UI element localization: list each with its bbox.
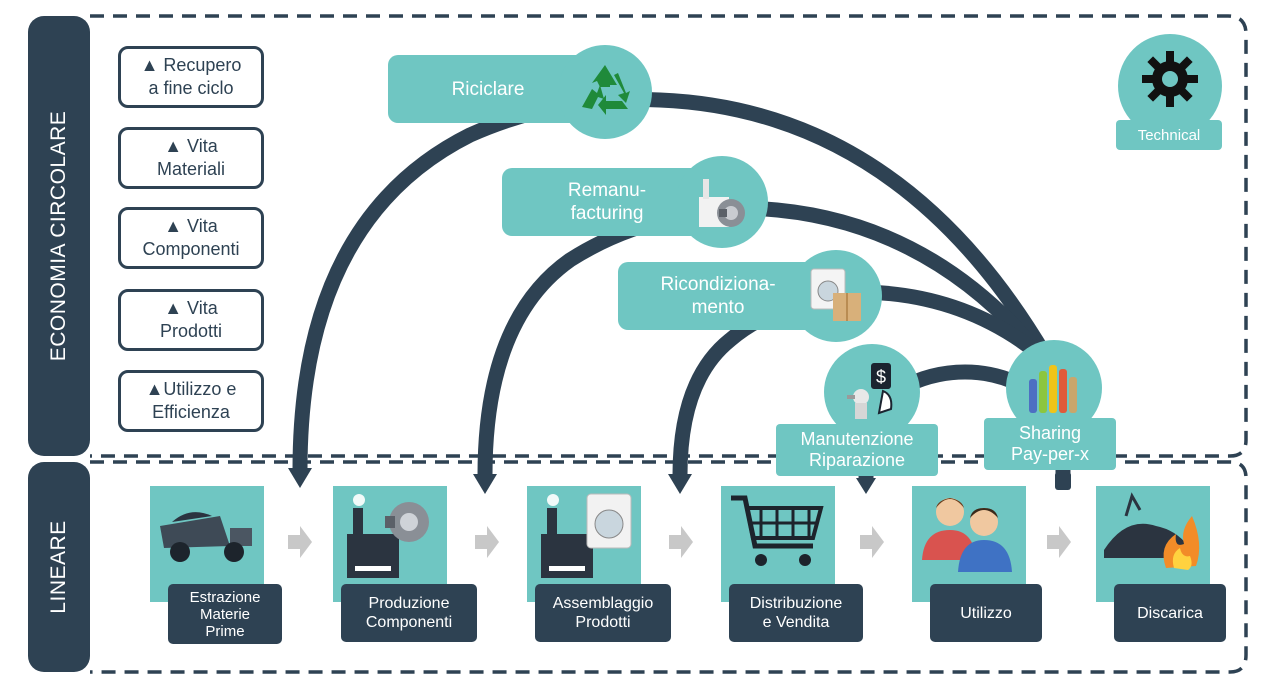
flow-arrow-4 (860, 526, 884, 558)
gear-icon (1142, 51, 1198, 107)
recycle-icon (582, 65, 630, 115)
remanufacturing-circle (676, 156, 768, 248)
stage-tile-components (333, 486, 447, 602)
remanufacturing-label: Remanu-facturing (502, 168, 712, 236)
repair-payment-icon: $ (847, 363, 893, 419)
stage-tile-extraction (150, 486, 264, 602)
flow-arrow-5 (1047, 526, 1071, 558)
landfill-fire-icon (1104, 492, 1200, 570)
circular-economy-section-label: ECONOMIA CIRCOLARE (28, 16, 90, 456)
refurbishing-arrowhead (668, 474, 692, 494)
stage-tile-distribution (721, 486, 835, 602)
remanufacturing-arrowhead (473, 474, 497, 494)
maintenance-arrowhead (856, 478, 876, 494)
factory-engine-icon (699, 179, 745, 227)
linear-economy-section-label: LINEARE (28, 462, 90, 672)
factory-engine-icon (347, 494, 429, 578)
technical-badge-label: Technical (1116, 120, 1222, 150)
stage-label-landfill: Discarica (1114, 584, 1226, 642)
flow-arrow-3 (669, 526, 693, 558)
svg-text:$: $ (876, 367, 886, 387)
recycle-circle (558, 45, 652, 139)
shopping-cart-icon (731, 495, 824, 566)
mining-truck-icon (160, 512, 252, 562)
stage-tile-use (912, 486, 1026, 602)
flow-arrow-1 (288, 526, 312, 558)
washing-machine-box-icon (810, 268, 861, 321)
stage-tile-assembly (527, 486, 641, 602)
raised-hands-icon (1029, 365, 1077, 413)
recycle-label: Riciclare (388, 55, 588, 123)
refurbishing-label: Ricondiziona-mento (618, 262, 818, 330)
stage-label-use: Utilizzo (930, 584, 1042, 642)
recycle-arrowhead (288, 468, 312, 488)
users-icon (922, 498, 1012, 572)
refurbishing-circle (790, 250, 882, 342)
factory-washer-icon (541, 493, 632, 578)
flow-arrow-2 (475, 526, 499, 558)
sharing-arrow-stub (1055, 472, 1071, 490)
stage-tile-landfill (1096, 486, 1210, 602)
